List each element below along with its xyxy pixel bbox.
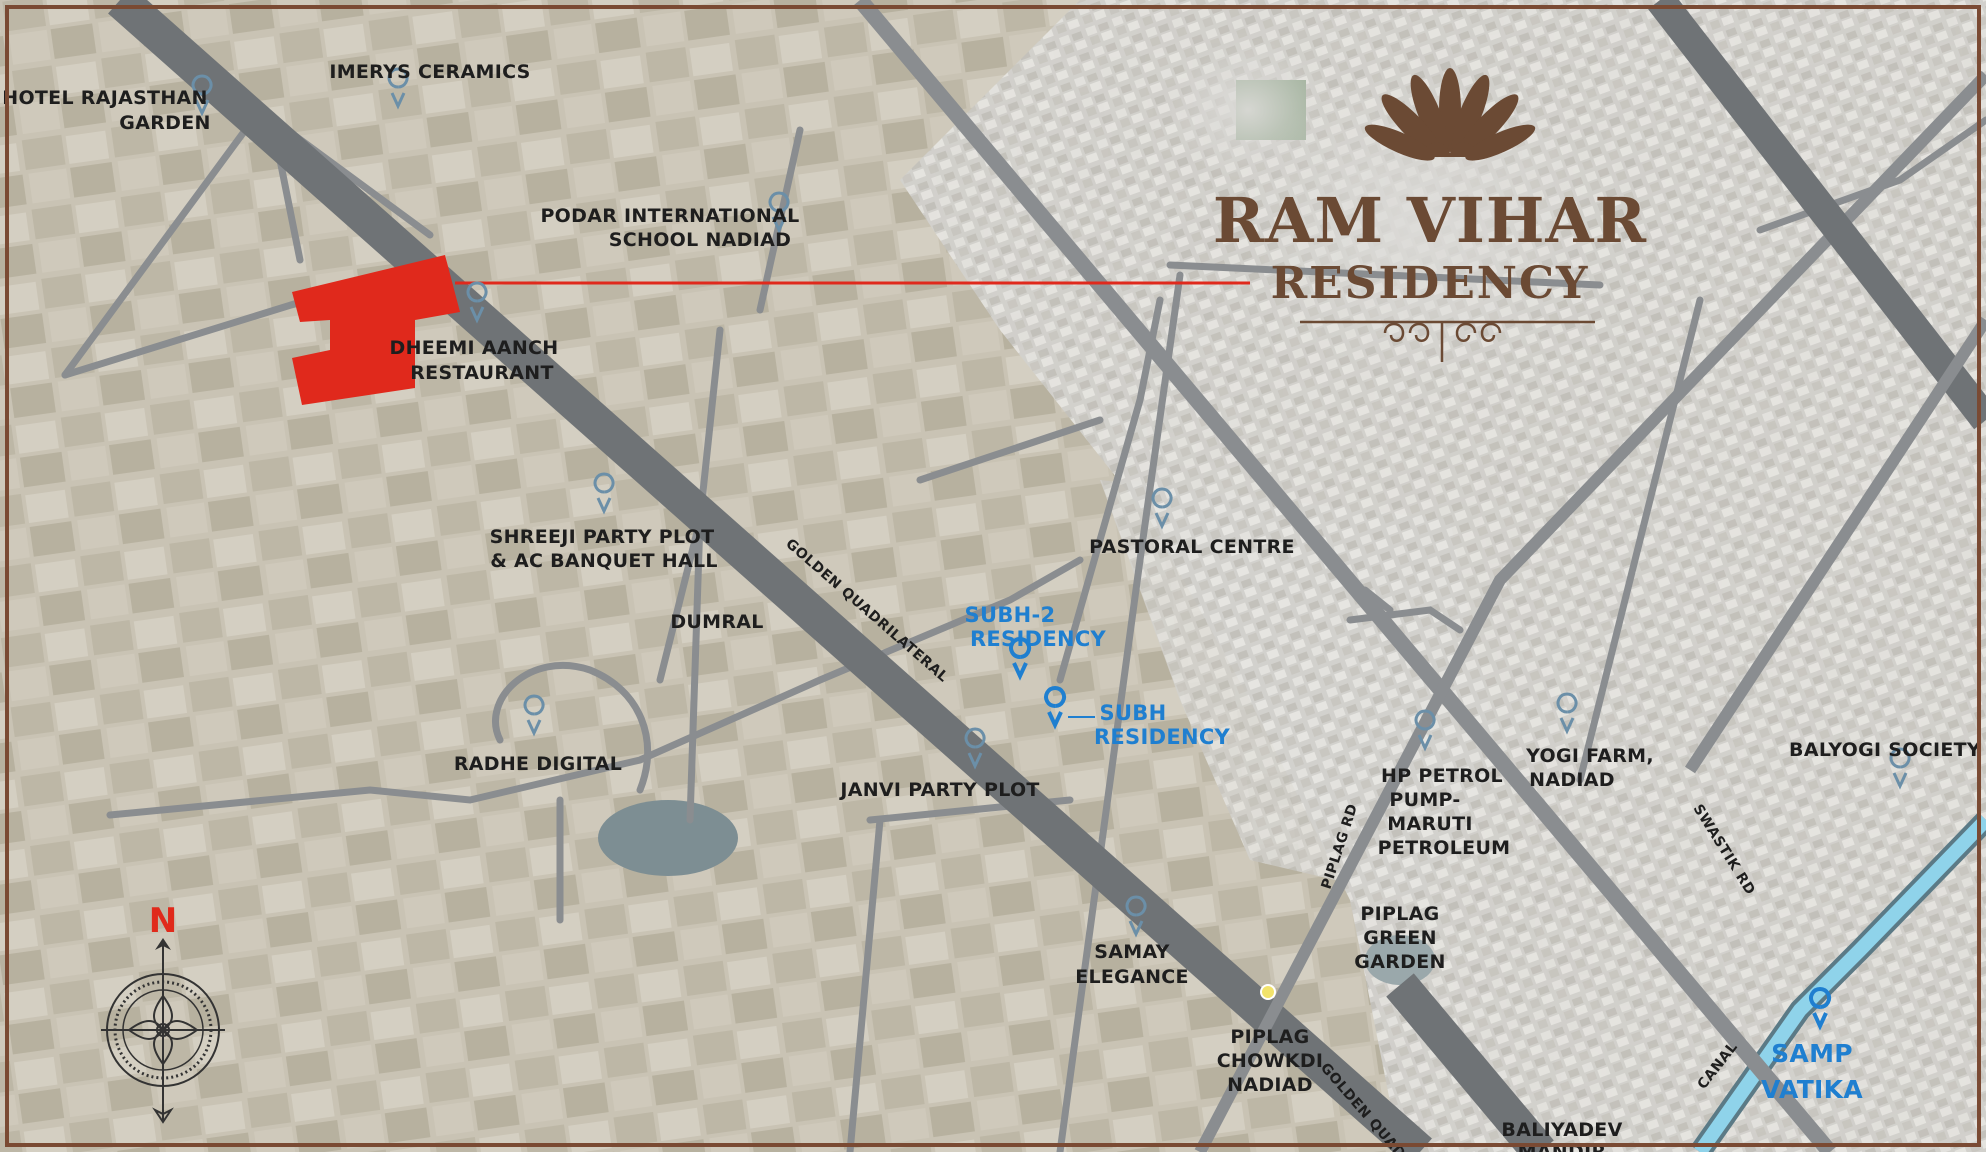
- junction-marker: [1260, 984, 1276, 1000]
- swastik-road: [1684, 316, 1986, 774]
- place-samp-vatika-2: VATIKA: [1761, 1075, 1863, 1104]
- place-samay-elegance-2: ELEGANCE: [1075, 966, 1189, 988]
- map-pin-icon: [1151, 487, 1173, 530]
- compass-rose-icon: [101, 938, 225, 1124]
- place-piplag-chowkdi-2: CHOWKDI: [1217, 1050, 1324, 1072]
- place-piplag-chowkdi: PIPLAG: [1230, 1026, 1309, 1048]
- place-subh-2-residency-2: RESIDENCY: [970, 627, 1107, 651]
- place-piplag-chowkdi-3: NADIAD: [1227, 1074, 1313, 1096]
- golden-quadrilateral-highway: [108, 0, 1432, 1152]
- map-pin-icon-highlight: [1044, 686, 1067, 730]
- place-baliyadev-mandir: BALIYADEV: [1501, 1119, 1622, 1141]
- map-pin-icon: [1889, 747, 1911, 790]
- place-janvi-party-plot: JANVI PARTY PLOT: [838, 779, 1039, 801]
- place-labels: HOTEL RAJASTHAN GARDEN IMERYS CERAMICS P…: [2, 61, 1981, 1152]
- major-roads: [108, 0, 1986, 1152]
- map-pin-icon: [964, 727, 986, 770]
- place-samay-elegance: SAMAY: [1094, 941, 1169, 963]
- location-pins: [191, 67, 1911, 1031]
- place-dheemi-aanch: DHEEMI AANCH: [390, 337, 559, 359]
- place-hp-petrol-pump-4: PETROLEUM: [1378, 837, 1511, 859]
- brand-subtitle: RESIDENCY: [1271, 258, 1590, 309]
- place-piplag-green-garden: PIPLAG: [1360, 903, 1439, 925]
- map-pin-icon: [593, 472, 615, 515]
- place-podar-school-2: SCHOOL NADIAD: [609, 229, 791, 251]
- place-hp-petrol-pump: HP PETROL: [1381, 765, 1503, 787]
- place-hotel-rajasthan-garden: HOTEL RAJASTHAN: [2, 87, 207, 109]
- ornament-divider: [1300, 320, 1595, 362]
- place-yogi-farm-2: NADIAD: [1529, 769, 1615, 791]
- place-balyogi-society: BALYOGI SOCIETY: [1789, 739, 1981, 761]
- diagonal-road: [853, 0, 1837, 1152]
- map-pin-icon-highlight: [1809, 987, 1832, 1031]
- place-dumral: DUMRAL: [670, 611, 763, 633]
- map-pin-icon: [523, 694, 545, 737]
- place-subh-residency: SUBH: [1100, 701, 1167, 725]
- map-pin-icon: [191, 74, 213, 117]
- site-plot: [292, 255, 1250, 405]
- canal: [1691, 812, 1986, 1152]
- map-pin-icon: [387, 67, 409, 110]
- map-pin-icon-highlight: [1009, 637, 1032, 681]
- place-hotel-rajasthan-garden-2: GARDEN: [119, 112, 210, 134]
- place-shreeji-party-plot: SHREEJI PARTY PLOT: [490, 526, 715, 548]
- piplag-road: [1194, 70, 1986, 1152]
- pond: [1365, 935, 1435, 985]
- brand-title: RAM VIHAR: [1213, 184, 1647, 257]
- map-frame: [5, 5, 1981, 1147]
- map-pin-icon: [1125, 895, 1147, 938]
- place-subh-2-residency: SUBH-2: [965, 603, 1056, 627]
- place-podar-school: PODAR INTERNATIONAL: [540, 205, 799, 227]
- map-pin-icon: [768, 191, 790, 234]
- place-radhe-digital: RADHE DIGITAL: [454, 753, 622, 775]
- place-hp-petrol-pump-2: PUMP-: [1389, 789, 1460, 811]
- place-shreeji-party-plot-2: & AC BANQUET HALL: [490, 550, 718, 572]
- place-samp-vatika: SAMP: [1771, 1039, 1853, 1068]
- place-piplag-green-garden-2: GREEN: [1363, 927, 1437, 949]
- map-pin-icon: [466, 281, 488, 324]
- brand-logo: RAM VIHAR RESIDENCY: [1213, 68, 1647, 362]
- place-piplag-green-garden-3: GARDEN: [1354, 951, 1445, 973]
- north-indicator: N: [149, 901, 177, 941]
- place-pastoral-centre: PASTORAL CENTRE: [1089, 536, 1295, 558]
- place-imerys-ceramics: IMERYS CERAMICS: [329, 61, 530, 83]
- map-pin-icon: [1414, 709, 1436, 752]
- peacock-fan-icon: [1364, 68, 1536, 161]
- place-hp-petrol-pump-3: MARUTI: [1387, 813, 1473, 835]
- north-east-road: [1648, 0, 1986, 430]
- lake: [598, 800, 738, 876]
- place-subh-residency-2: RESIDENCY: [1094, 725, 1231, 749]
- place-dheemi-aanch-2: RESTAURANT: [410, 362, 554, 384]
- map-pin-icon: [1556, 692, 1578, 735]
- place-yogi-farm: YOGI FARM,: [1525, 745, 1654, 767]
